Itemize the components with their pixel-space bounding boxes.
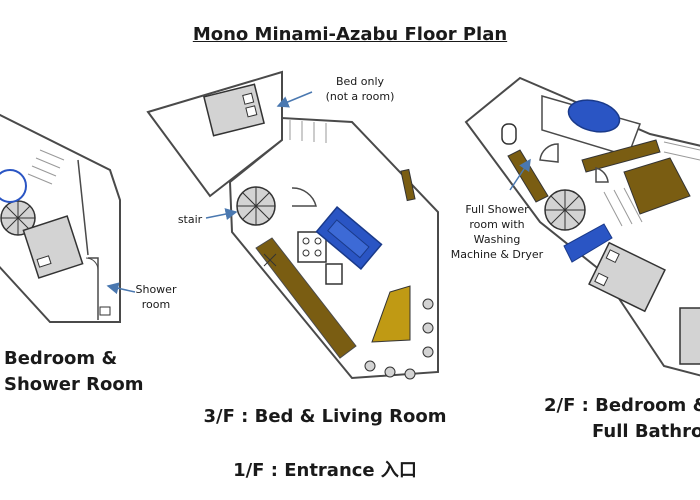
ground-floor-caption: 1/F : Entrance 入口	[233, 460, 417, 481]
right-floor-caption-line-2: Full Bathroom	[592, 421, 700, 442]
left-shower-room-walls	[88, 257, 99, 320]
right-blue-bench	[563, 223, 613, 263]
middle-floor-caption: 3/F : Bed & Living Room	[203, 406, 447, 427]
right-second-bed-icon	[679, 307, 700, 365]
right-door-arc-2	[595, 167, 609, 183]
right-stair-steps	[603, 141, 700, 227]
kitchen-stove-icon	[297, 231, 327, 263]
right-floor-plan	[464, 76, 700, 377]
full-shower-label-line-4: Machine & Dryer	[450, 248, 544, 261]
full-shower-label-line-3: Washing	[473, 233, 521, 246]
left-wall	[77, 159, 89, 256]
middle-wood-cabinet	[255, 237, 357, 359]
shower-room-label-line-1: Shower	[135, 283, 177, 296]
toilet-icon	[501, 123, 517, 145]
right-floor-caption: 2/F : Bedroom & Full Bathroom	[544, 393, 700, 445]
right-bed-icon	[588, 241, 666, 313]
bathtub-icon	[567, 99, 621, 133]
bed-only-label-line-2: (not a room)	[325, 90, 395, 103]
middle-wall-shelf	[400, 168, 416, 202]
middle-gold-feature	[371, 285, 411, 343]
right-wood-counter-top	[581, 139, 661, 173]
page-title: Mono Minami-Azabu Floor Plan	[192, 24, 508, 45]
right-floor-caption-line-1: 2/F : Bedroom &	[544, 395, 700, 416]
left-floor-plan	[0, 113, 136, 323]
middle-door-arc	[291, 187, 317, 207]
left-floor-caption-line-2: Shower Room	[4, 374, 144, 395]
full-shower-arrow	[509, 158, 531, 191]
right-door-arc-1	[539, 143, 559, 163]
kitchen-sink-icon	[325, 263, 343, 285]
shower-room-label: Shower room	[128, 282, 184, 312]
middle-window-circles	[364, 298, 434, 380]
shower-room-arrow	[106, 282, 136, 295]
middle-floor-plan	[146, 70, 439, 380]
left-floor-caption-line-1: Bedroom &	[4, 348, 118, 369]
middle-stair-steps	[289, 120, 327, 143]
left-floor-caption: Bedroom & Shower Room	[4, 346, 154, 398]
right-wood-counter-left	[507, 149, 549, 203]
bed-only-label-line-1: Bed only	[335, 75, 385, 88]
full-shower-label-line-2: room with	[469, 218, 525, 231]
shower-room-label-line-2: room	[141, 298, 171, 311]
bed-only-arrow	[276, 91, 313, 108]
full-shower-label-line-1: Full Shower	[465, 203, 529, 216]
left-stair-steps	[27, 149, 65, 185]
bed-only-label: Bed only (not a room)	[312, 74, 408, 104]
right-wood-cabinet	[623, 157, 691, 215]
full-shower-label: Full Shower room with Washing Machine & …	[446, 202, 548, 262]
left-door-arc	[0, 169, 27, 203]
stair-arrow	[205, 208, 238, 220]
left-shower-drain	[99, 306, 111, 316]
stair-label: stair	[177, 213, 203, 226]
